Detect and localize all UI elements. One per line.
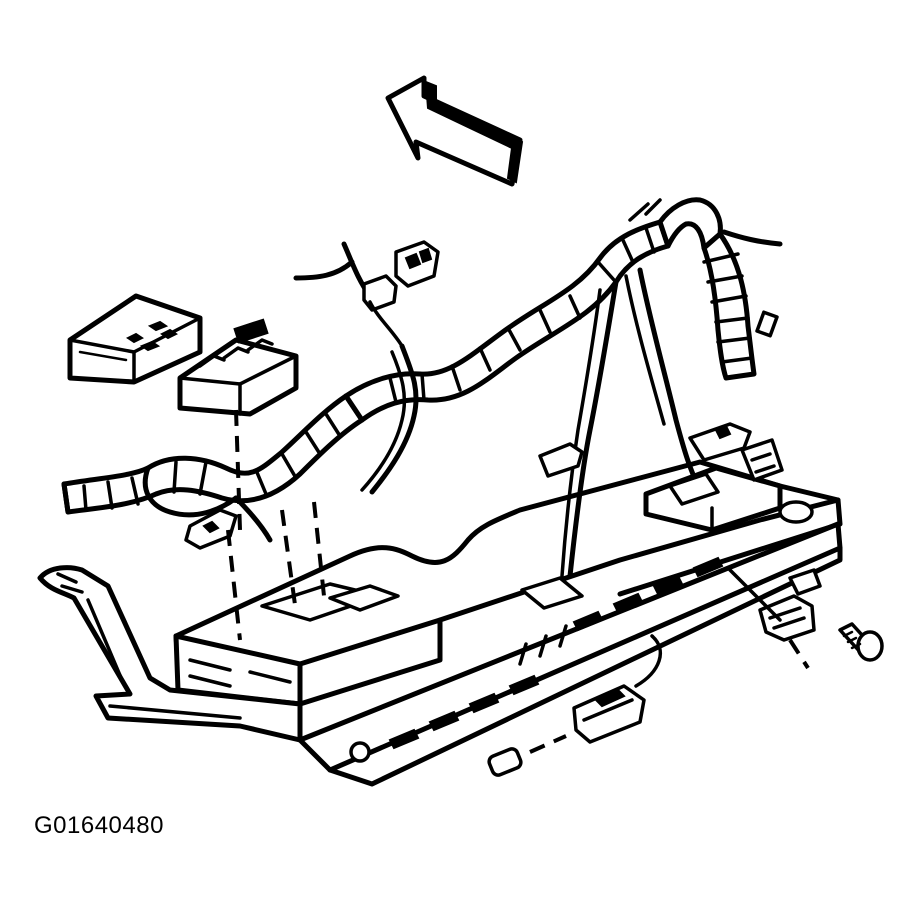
alignment-lines <box>226 409 810 754</box>
harness-branch-right <box>360 267 703 579</box>
clip-connector <box>728 568 822 642</box>
wiring-harness <box>61 197 783 518</box>
relay-box <box>67 293 203 385</box>
retaining-bolt <box>838 622 884 662</box>
mounting-bracket <box>173 422 843 707</box>
figure-caption: G01640480 <box>34 812 164 839</box>
bracket-rail <box>297 521 843 787</box>
push-pin-fastener <box>487 634 663 777</box>
direction-arrow <box>385 75 524 187</box>
left-support-arm <box>37 565 303 743</box>
connector-block <box>177 318 299 417</box>
upper-connectors <box>293 240 440 348</box>
